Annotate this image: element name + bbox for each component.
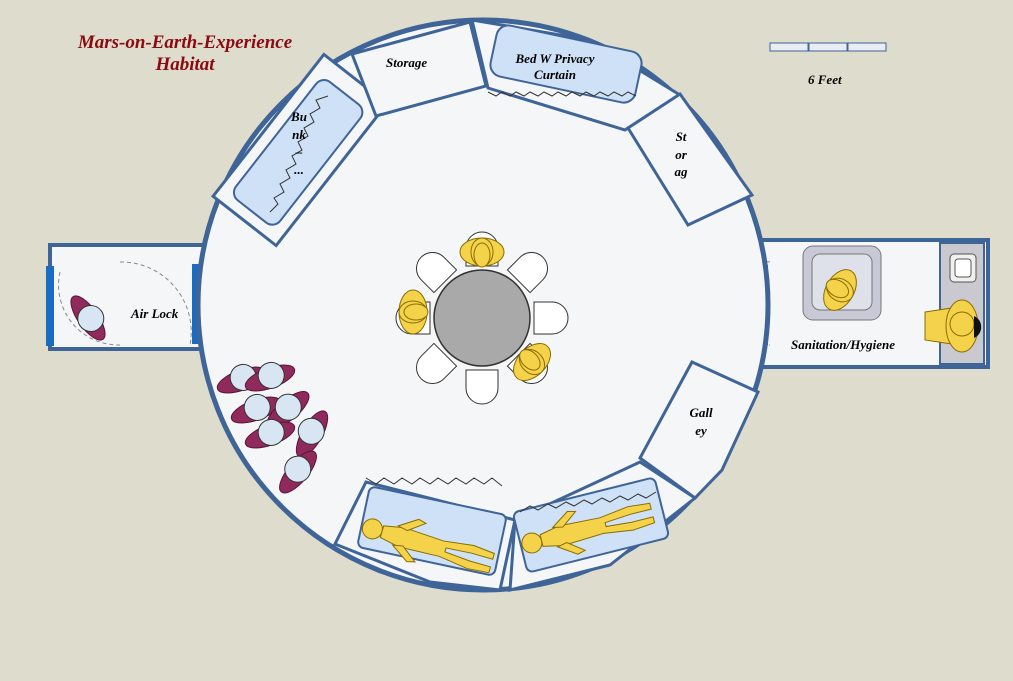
galley-label-part: Gall (689, 405, 713, 420)
sanitation-label: Sanitation/Hygiene (791, 337, 896, 352)
privacy-bed-label: Bed W Privacy Curtain (508, 51, 602, 82)
galley-label: Gall ey (684, 404, 718, 439)
scale-label: 6 Feet (808, 72, 842, 87)
storage-right-label-part: ag (674, 164, 688, 180)
chair-icon (533, 301, 569, 335)
privacy-bed-line-1: Bed W Privacy (515, 51, 595, 66)
galley-label-part: ey (695, 422, 707, 438)
toilet-icon (949, 253, 977, 283)
habitat-title: Mars-on-Earth-Experience Habitat (60, 32, 310, 76)
scale-segment (808, 42, 848, 52)
bunk-label-part: – (295, 144, 303, 160)
bunk-label-part: Bu (291, 109, 307, 124)
scale-segment (847, 42, 887, 52)
storage-right-label: St or ag (668, 128, 694, 181)
bottom-bunks (332, 460, 698, 592)
storage-top-label: Storage (386, 55, 428, 70)
storage-right-label-part: St (675, 129, 687, 144)
bunk-label: Bu nk – ... (287, 108, 311, 178)
bunk-label-part: nk (292, 126, 306, 142)
privacy-bed-line-2: Curtain (534, 66, 576, 82)
outer-hatch (46, 266, 54, 346)
storage-right-label-part: or (675, 146, 687, 162)
airlock-label: Air Lock (131, 306, 179, 321)
chair-icon (465, 369, 499, 405)
scale-segment (769, 42, 809, 52)
airlock-module (46, 243, 208, 351)
dining-area (395, 231, 569, 405)
galley-module (638, 360, 760, 500)
storage-right-module (625, 91, 755, 227)
title-line-2: Habitat (155, 54, 215, 75)
title-line-1: Mars-on-Earth-Experience (77, 32, 293, 53)
scale-bar (769, 42, 887, 52)
person-icon (924, 299, 982, 353)
bunk-label-part: ... (294, 161, 304, 177)
table-icon (433, 269, 531, 367)
